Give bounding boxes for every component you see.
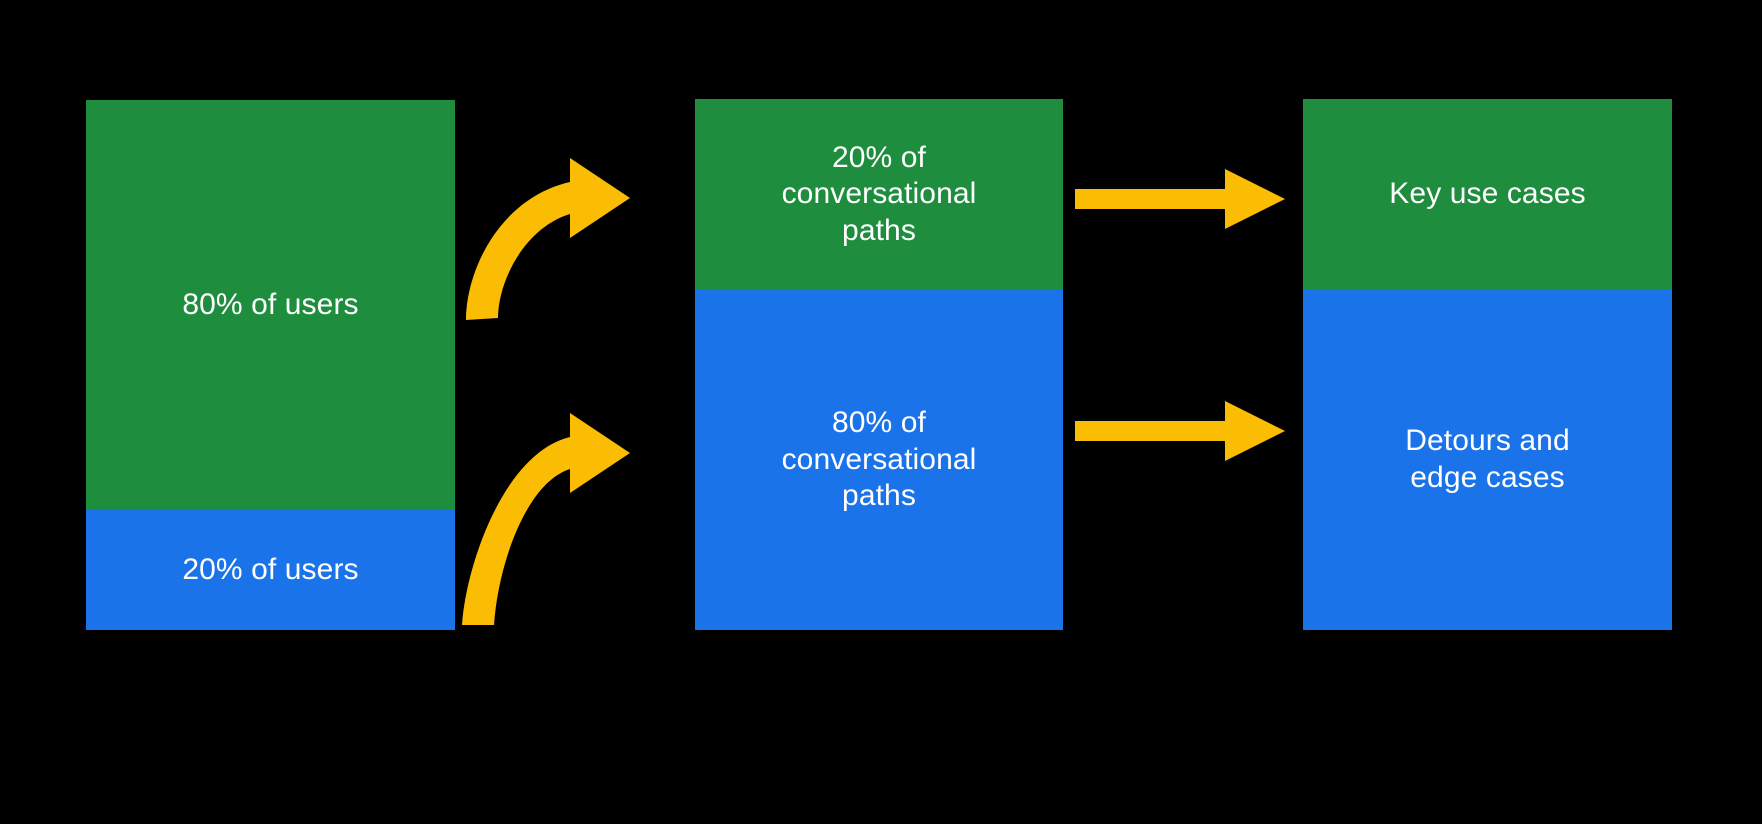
segment-label: Detours and edge cases [1405,424,1570,494]
segment-detours-and-edge-cases: Detours and edge cases [1303,290,1672,630]
straight-arrow-bottom-icon [1075,401,1285,461]
segment-20-percent-of-conversational-paths: 20% of conversational paths [695,99,1063,290]
segment-label: 20% of conversational paths [781,140,977,247]
segment-20-percent-of-users: 20% of users [86,510,455,630]
segment-label: 20% of users [182,552,359,586]
straight-arrow-top-icon [1075,169,1285,229]
segment-80-percent-of-conversational-paths: 80% of conversational paths [695,290,1063,630]
segment-label: Key use cases [1389,177,1586,211]
column-users: 80% of users 20% of users [86,100,455,630]
segment-label: 80% of conversational paths [781,406,977,513]
column-conversational-paths: 20% of conversational paths 80% of conve… [695,99,1063,630]
segment-80-percent-of-users: 80% of users [86,100,455,510]
segment-key-use-cases: Key use cases [1303,99,1672,290]
segment-label: 80% of users [182,287,359,321]
column-outcomes: Key use cases Detours and edge cases [1303,99,1672,630]
